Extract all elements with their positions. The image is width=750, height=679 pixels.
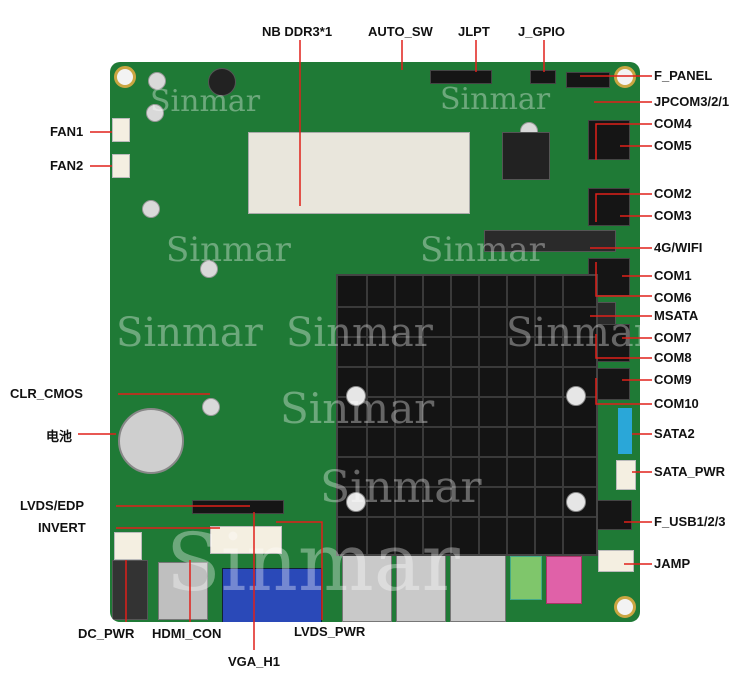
sata-port	[618, 408, 632, 454]
heatsink-fin	[338, 486, 596, 488]
heatsink-fin	[506, 276, 508, 554]
heatsink-screw	[346, 492, 366, 512]
fan2-connector	[112, 154, 130, 178]
label-nb-ddr3: NB DDR3*1	[262, 24, 333, 39]
header-lvds-edp	[192, 500, 284, 514]
header-jlpt	[430, 70, 492, 84]
leader-line	[595, 334, 652, 359]
sata-power-connector	[616, 460, 636, 490]
heatsink-fin	[338, 336, 596, 338]
label-vga-h1: VGA_H1	[228, 654, 281, 669]
dc-jack	[112, 560, 148, 620]
label-auto-sw: AUTO_SW	[368, 24, 433, 39]
heatsink-fin	[338, 366, 596, 368]
heatsink-fin	[394, 276, 396, 554]
label-battery: 电池	[46, 429, 73, 444]
mount-hole-bottom-right	[614, 596, 636, 618]
label-hdmi-con: HDMI_CON	[152, 626, 222, 641]
label-sata-pwr: SATA_PWR	[654, 464, 726, 479]
label-fan2: FAN2	[50, 158, 84, 173]
label-sata2: SATA2	[654, 426, 695, 441]
heatsink-fin	[422, 276, 424, 554]
audio-jack-green	[510, 556, 542, 600]
heatsink-screw	[566, 386, 586, 406]
label-com4: COM4	[654, 116, 692, 131]
heatsink-fin	[366, 276, 368, 554]
hdmi-port	[158, 562, 208, 620]
heatsink-screw	[566, 492, 586, 512]
label-com8: COM8	[654, 350, 692, 365]
label-com9: COM9	[654, 372, 692, 387]
mount-hole-top-left	[114, 66, 136, 88]
heatsink-fin	[450, 276, 452, 554]
label-jpcom: JPCOM3/2/1	[654, 94, 730, 109]
label-jlpt: JLPT	[458, 24, 490, 39]
wifi-slot	[484, 230, 616, 252]
capacitor	[148, 72, 166, 90]
audio-jack-pink	[546, 556, 582, 604]
leader-line	[276, 521, 323, 620]
label-com6: COM6	[654, 290, 692, 305]
label-jamp: JAMP	[654, 556, 691, 571]
heatsink-fin	[338, 396, 596, 398]
label-com10: COM10	[654, 396, 699, 411]
ddr3-slot	[248, 132, 470, 214]
capacitor	[202, 398, 220, 416]
heatsink-fin	[478, 276, 480, 554]
label-clr-cmos: CLR_CMOS	[10, 386, 83, 401]
label-lvds-edp: LVDS/EDP	[20, 498, 85, 513]
label-msata: MSATA	[654, 308, 699, 323]
label-fan1: FAN1	[50, 124, 84, 139]
mount-hole-top-right	[614, 66, 636, 88]
leader-line	[595, 123, 652, 160]
capacitor	[142, 200, 160, 218]
buzzer	[208, 68, 236, 96]
heatsink-fin	[338, 306, 596, 308]
invert-connector	[210, 526, 282, 554]
heatsink-screw	[346, 386, 366, 406]
label-com2: COM2	[654, 186, 692, 201]
label-lvds-pwr: LVDS_PWR	[294, 624, 366, 639]
vga-port	[222, 568, 322, 622]
leader-line	[595, 262, 652, 297]
capacitor	[146, 104, 164, 122]
label-com3: COM3	[654, 208, 692, 223]
label-com7: COM7	[654, 330, 692, 345]
leader-line	[595, 193, 652, 222]
label-com5: COM5	[654, 138, 692, 153]
label-dc-pwr: DC_PWR	[78, 626, 135, 641]
cmos-battery	[118, 408, 184, 474]
label-4g-wifi: 4G/WIFI	[654, 240, 703, 255]
label-invert: INVERT	[38, 520, 86, 535]
header-com4-5	[588, 120, 630, 160]
header-gpio	[530, 70, 556, 84]
label-com1: COM1	[654, 268, 692, 283]
dc-power-connector	[114, 532, 142, 560]
label-f-usb: F_USB1/2/3	[654, 514, 726, 529]
capacitor	[200, 260, 218, 278]
heatsink	[336, 274, 598, 556]
label-f-panel: F_PANEL	[654, 68, 713, 83]
heatsink-fin	[338, 426, 596, 428]
heatsink-fin	[338, 516, 596, 518]
leader-line	[595, 378, 652, 405]
amp-connector	[598, 550, 634, 572]
heatsink-fin	[534, 276, 536, 554]
heatsink-fin	[562, 276, 564, 554]
io-chip	[502, 132, 550, 180]
label-j-gpio: J_GPIO	[518, 24, 565, 39]
fan1-connector	[112, 118, 130, 142]
heatsink-fin	[338, 456, 596, 458]
